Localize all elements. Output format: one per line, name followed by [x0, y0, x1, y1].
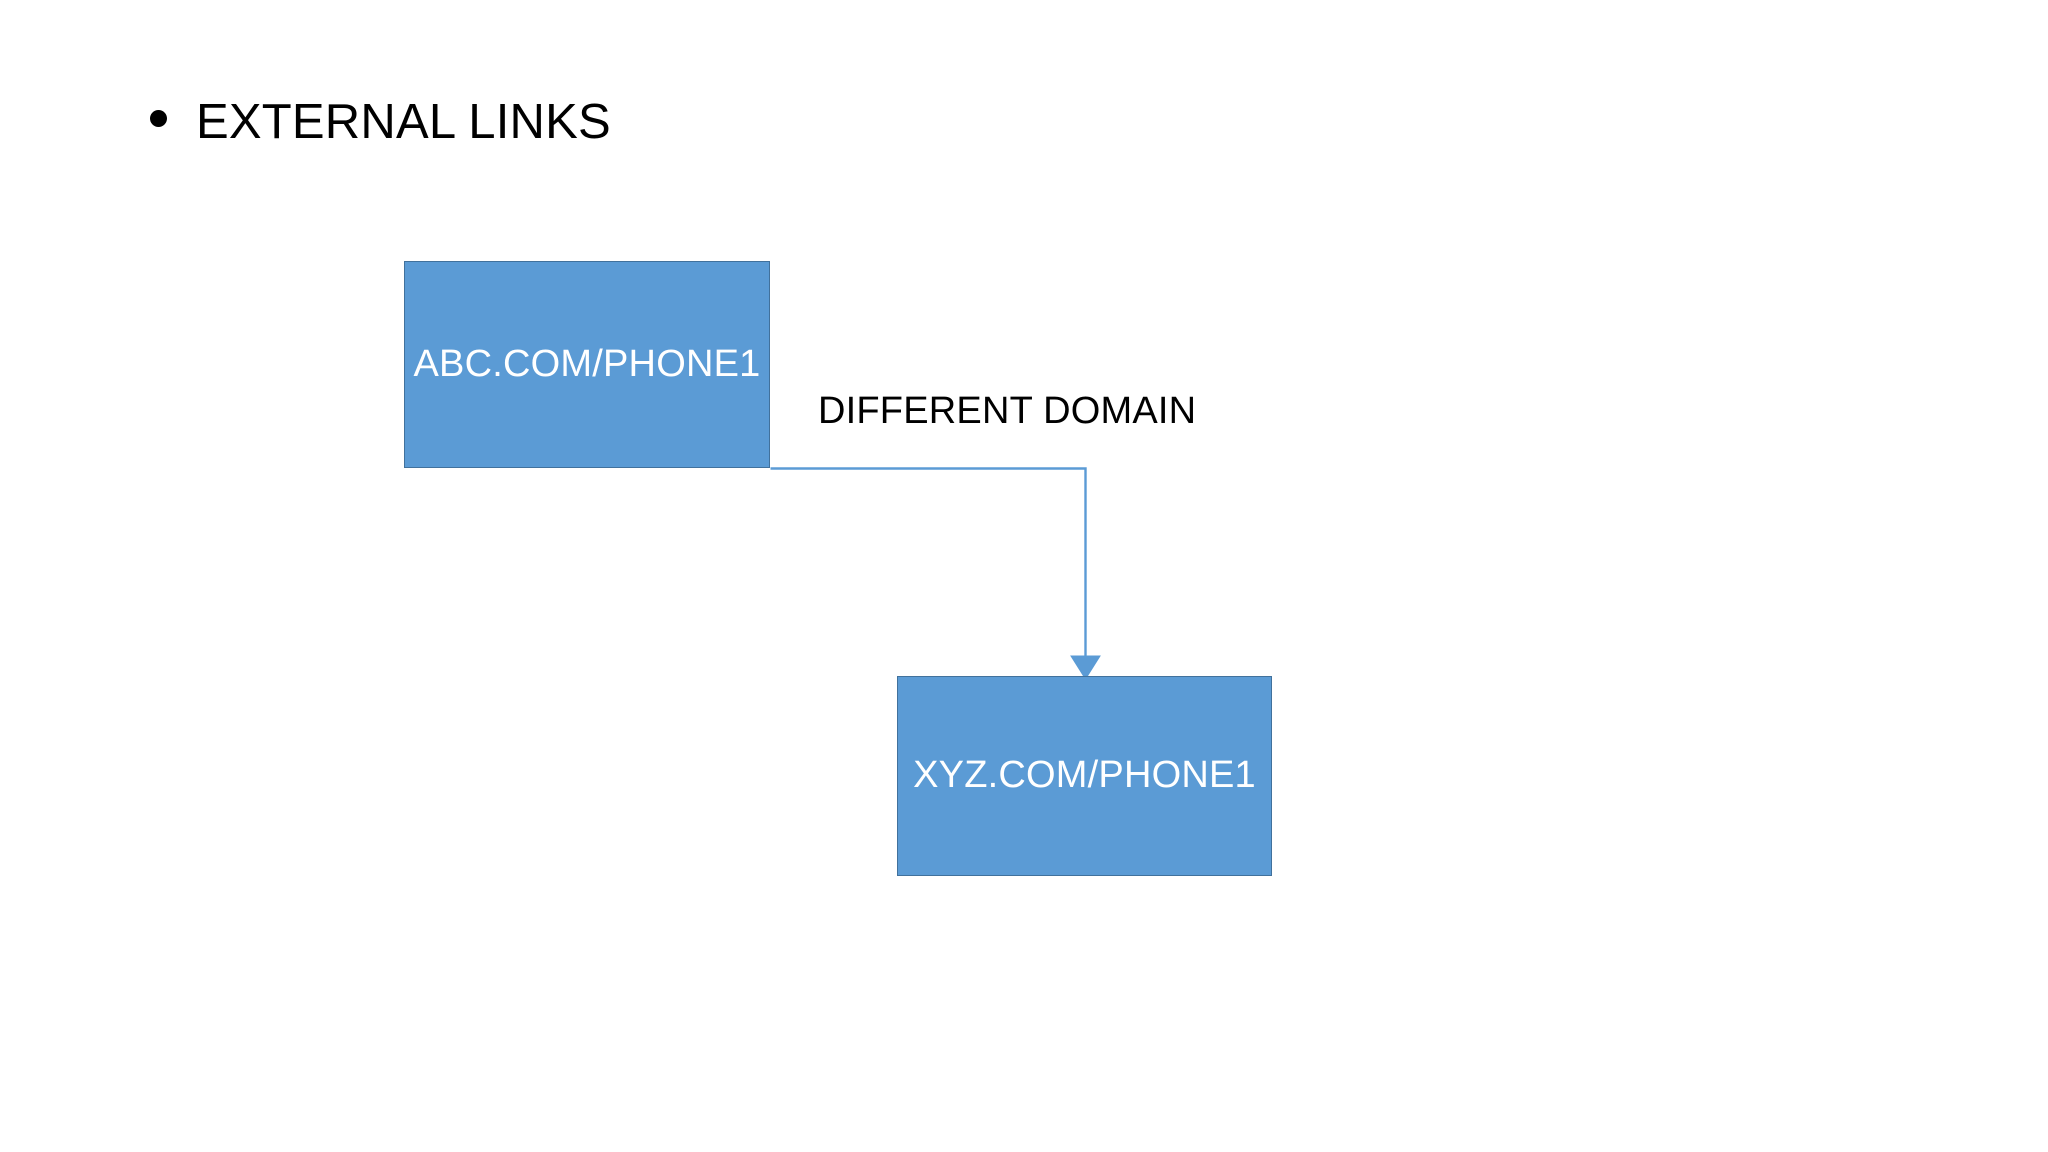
connector-path: [770, 467, 1087, 660]
node-target-label: XYZ.COM/PHONE1: [913, 754, 1256, 797]
node-target-box[interactable]: XYZ.COM/PHONE1: [897, 676, 1272, 876]
connector-label: DIFFERENT DOMAIN: [818, 390, 1197, 432]
node-source-box[interactable]: ABC.COM/PHONE1: [404, 261, 770, 468]
page-title: EXTERNAL LINKS: [150, 98, 611, 147]
bullet-dot-icon: [150, 110, 167, 127]
node-source-label: ABC.COM/PHONE1: [413, 342, 761, 385]
page-title-text: EXTERNAL LINKS: [196, 95, 611, 149]
